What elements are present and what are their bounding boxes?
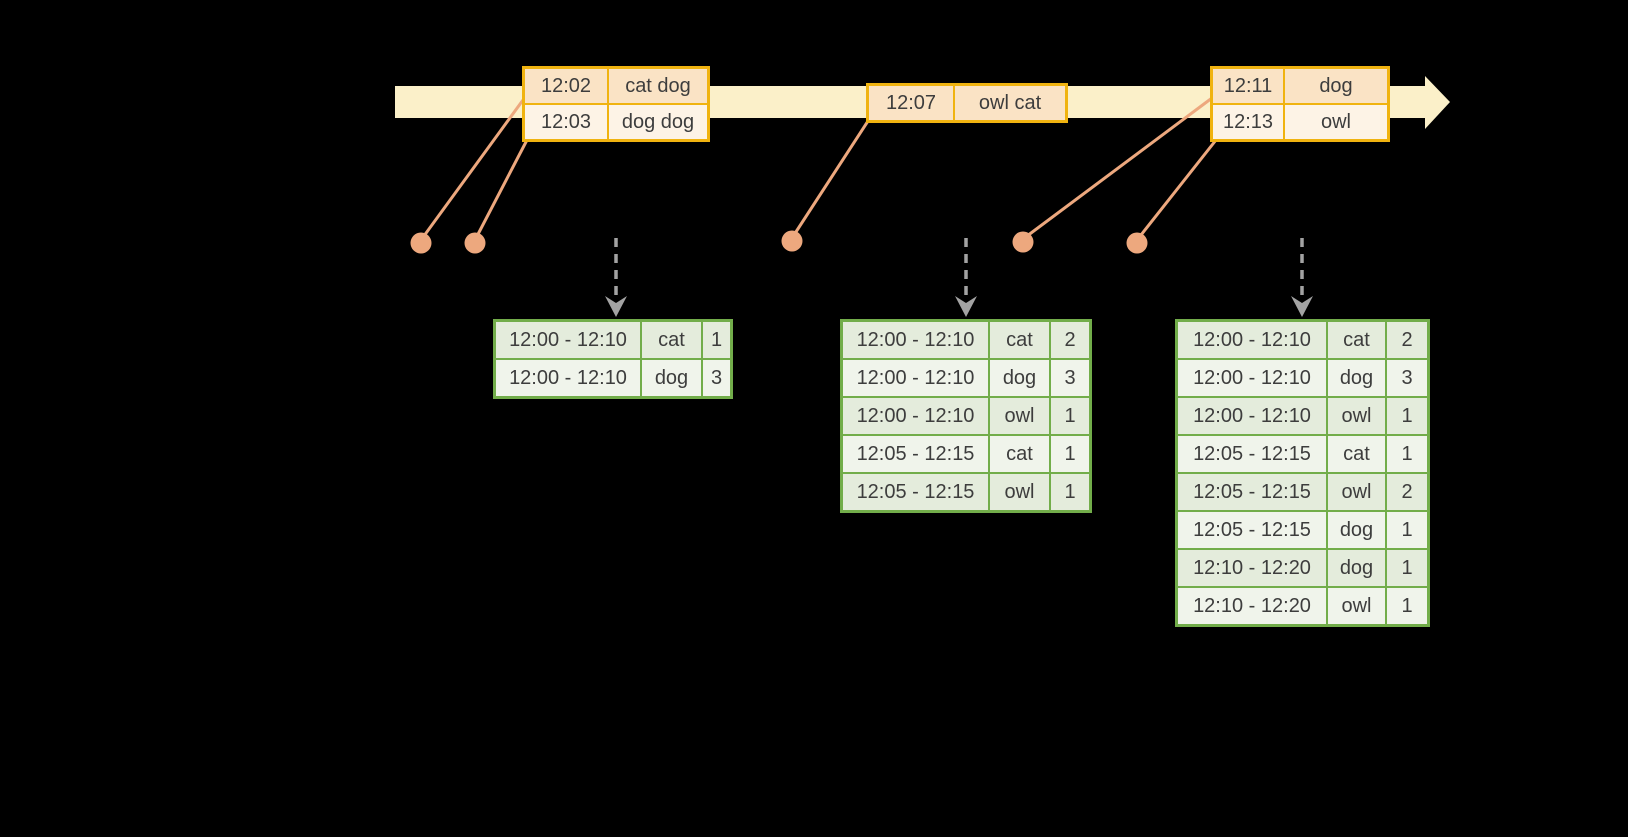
result-window-cell: 12:05 - 12:15 (1178, 512, 1326, 548)
result-window-cell: 12:00 - 12:10 (843, 322, 988, 358)
result-count-cell: 2 (1387, 474, 1427, 510)
event-words-cell: cat dog (609, 69, 707, 103)
result-word-cell: dog (1328, 512, 1385, 548)
result-window-cell: 12:05 - 12:15 (843, 436, 988, 472)
result-word-cell: owl (990, 474, 1049, 510)
event-words-cell: owl cat (955, 86, 1065, 120)
result-count-cell: 1 (1387, 550, 1427, 586)
trigger-arrow (955, 238, 977, 317)
connector-line (1022, 96, 1213, 241)
result-word-cell: owl (1328, 588, 1385, 624)
event-words-cell: owl (1285, 105, 1387, 139)
event-dot (781, 230, 803, 252)
result-window-cell: 12:10 - 12:20 (1178, 588, 1326, 624)
event-time-cell: 12:03 (525, 105, 607, 139)
result-word-cell: owl (990, 398, 1049, 434)
event-dot (464, 232, 486, 254)
result-count-cell: 3 (1387, 360, 1427, 396)
result-word-cell: cat (990, 322, 1049, 358)
result-window-cell: 12:05 - 12:15 (843, 474, 988, 510)
result-window-cell: 12:00 - 12:10 (843, 398, 988, 434)
event-time-cell: 12:02 (525, 69, 607, 103)
event-dot (1012, 231, 1034, 253)
trigger-arrow-head (605, 296, 627, 317)
result-count-cell: 1 (1387, 588, 1427, 624)
result-word-cell: cat (1328, 322, 1385, 358)
result-window-cell: 12:05 - 12:15 (1178, 474, 1326, 510)
result-count-cell: 3 (1051, 360, 1089, 396)
result-count-cell: 1 (1051, 474, 1089, 510)
result-word-cell: dog (1328, 360, 1385, 396)
result-word-cell: owl (1328, 474, 1385, 510)
trigger-arrow-head (955, 296, 977, 317)
result-window-cell: 12:00 - 12:10 (496, 360, 640, 396)
result-count-cell: 1 (1387, 398, 1427, 434)
connector-line (1135, 139, 1218, 241)
result-window-cell: 12:00 - 12:10 (1178, 322, 1326, 358)
result-count-cell: 1 (703, 322, 730, 358)
result-window-cell: 12:05 - 12:15 (1178, 436, 1326, 472)
result-word-cell: owl (1328, 398, 1385, 434)
result-word-cell: dog (642, 360, 701, 396)
result-word-cell: cat (1328, 436, 1385, 472)
result-count-cell: 1 (1387, 436, 1427, 472)
connector-line (419, 99, 525, 241)
trigger-arrow-head (1291, 296, 1313, 317)
result-word-cell: dog (1328, 550, 1385, 586)
trigger-arrow (605, 238, 627, 317)
result-window-cell: 12:10 - 12:20 (1178, 550, 1326, 586)
result-count-cell: 1 (1051, 398, 1089, 434)
event-words-cell: dog (1285, 69, 1387, 103)
event-time-axis-arrowhead (1425, 76, 1450, 129)
event-time-cell: 12:07 (869, 86, 953, 120)
result-word-cell: cat (642, 322, 701, 358)
result-window-cell: 12:00 - 12:10 (496, 322, 640, 358)
event-time-cell: 12:13 (1213, 105, 1283, 139)
connector-line (473, 139, 529, 241)
event-dot (1126, 232, 1148, 254)
result-count-cell: 1 (1051, 436, 1089, 472)
event-time-cell: 12:11 (1213, 69, 1283, 103)
result-count-cell: 2 (1051, 322, 1089, 358)
result-count-cell: 3 (703, 360, 730, 396)
result-window-cell: 12:00 - 12:10 (1178, 398, 1326, 434)
result-word-cell: dog (990, 360, 1049, 396)
result-window-cell: 12:00 - 12:10 (1178, 360, 1326, 396)
event-dot (410, 232, 432, 254)
result-count-cell: 2 (1387, 322, 1427, 358)
event-words-cell: dog dog (609, 105, 707, 139)
result-window-cell: 12:00 - 12:10 (843, 360, 988, 396)
connector-line (790, 120, 870, 239)
result-count-cell: 1 (1387, 512, 1427, 548)
trigger-arrow (1291, 238, 1313, 317)
result-word-cell: cat (990, 436, 1049, 472)
